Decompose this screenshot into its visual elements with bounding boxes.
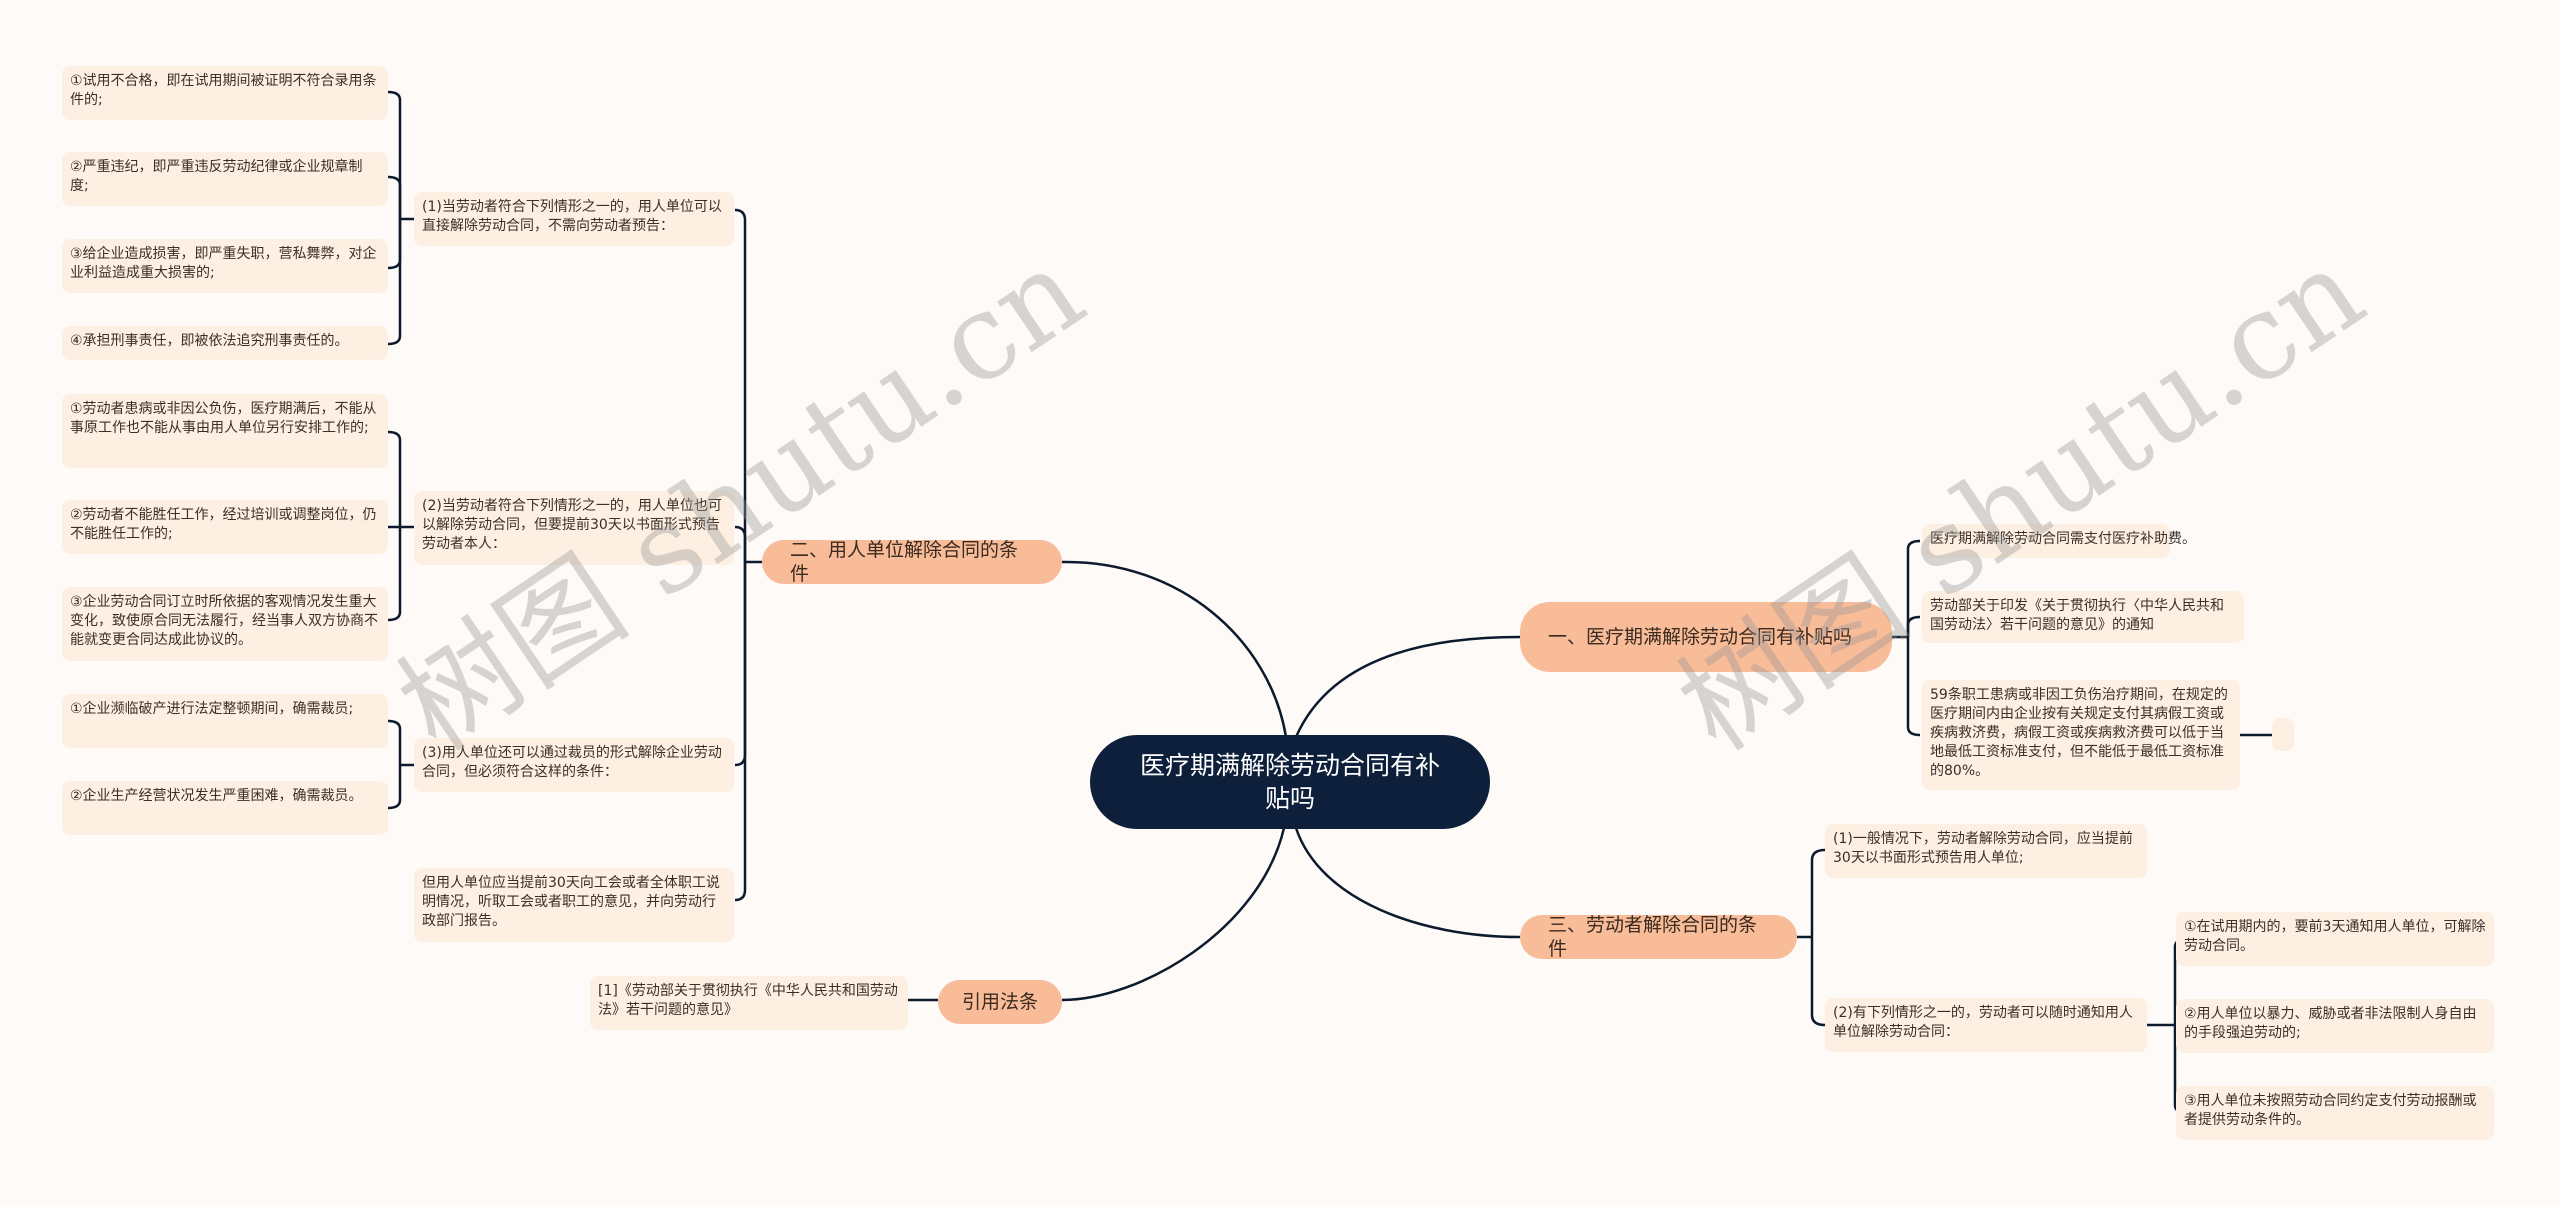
leaf-label: ④承担刑事责任，即被依法追究刑事责任的。	[70, 333, 349, 349]
branch-label: 三、劳动者解除合同的条件	[1548, 914, 1758, 960]
branch-label: 二、用人单位解除合同的条件	[790, 539, 1019, 585]
leaf-label: (1)一般情况下，劳动者解除劳动合同，应当提前30天以书面形式预告用人单位;	[1833, 831, 2133, 866]
leaf-incompetent[interactable]: ②劳动者不能胜任工作，经过培训或调整岗位，仍不能胜任工作的;	[62, 500, 388, 554]
leaf-article-59[interactable]: 59条职工患病或非因工负伤治疗期间，在规定的医疗期间内由企业按有关规定支付其病假…	[1922, 680, 2240, 790]
leaf-medical-fee[interactable]: 医疗期满解除劳动合同需支付医疗补助费。	[1922, 524, 2196, 558]
leaf-worker-anytime[interactable]: (2)有下列情形之一的，劳动者可以随时通知用人单位解除劳动合同：	[1825, 998, 2147, 1052]
root-topic-label: 医疗期满解除劳动合同有补贴吗	[1139, 751, 1440, 813]
leaf-label: ①企业濒临破产进行法定整顿期间，确需裁员;	[70, 701, 354, 717]
leaf-circumstance-change[interactable]: ③企业劳动合同订立时所依据的客观情况发生重大变化，致使原合同无法履行，经当事人双…	[62, 587, 388, 661]
leaf-label: (2)当劳动者符合下列情形之一的，用人单位也可以解除劳动合同，但要提前30天以书…	[422, 498, 722, 552]
leaf-label: ③用人单位未按照劳动合同约定支付劳动报酬或者提供劳动条件的。	[2184, 1093, 2477, 1128]
leaf-label: ③企业劳动合同订立时所依据的客观情况发生重大变化，致使原合同无法履行，经当事人双…	[70, 594, 378, 648]
branch-worker-conditions[interactable]: 三、劳动者解除合同的条件	[1520, 914, 1797, 960]
leaf-label: 但用人单位应当提前30天向工会或者全体职工说明情况，听取工会或者职工的意见，并向…	[422, 875, 720, 929]
leaf-employer-notice[interactable]: (2)当劳动者符合下列情形之一的，用人单位也可以解除劳动合同，但要提前30天以书…	[414, 491, 734, 565]
branch-medical-subsidy[interactable]: 一、医疗期满解除劳动合同有补贴吗	[1520, 602, 1892, 672]
leaf-label: 劳动部关于印发《关于贯彻执行〈中华人民共和国劳动法〉若干问题的意见》的通知	[1930, 598, 2224, 633]
leaf-bankruptcy[interactable]: ①企业濒临破产进行法定整顿期间，确需裁员;	[62, 694, 388, 748]
leaf-label: [1]《劳动部关于贯彻执行《中华人民共和国劳动法》若干问题的意见》	[598, 983, 898, 1018]
branch-cited-law[interactable]: 引用法条	[938, 980, 1062, 1024]
leaf-label: 医疗期满解除劳动合同需支付医疗补助费。	[1930, 531, 2196, 547]
leaf-notice[interactable]: 劳动部关于印发《关于贯彻执行〈中华人民共和国劳动法〉若干问题的意见》的通知	[1922, 591, 2244, 643]
leaf-union-report[interactable]: 但用人单位应当提前30天向工会或者全体职工说明情况，听取工会或者职工的意见，并向…	[414, 868, 734, 942]
leaf-probation-fail[interactable]: ①试用不合格，即在试用期间被证明不符合录用条件的;	[62, 66, 388, 120]
leaf-label: ②劳动者不能胜任工作，经过培训或调整岗位，仍不能胜任工作的;	[70, 507, 377, 542]
leaf-label: (2)有下列情形之一的，劳动者可以随时通知用人单位解除劳动合同：	[1833, 1005, 2133, 1040]
leaf-label: (1)当劳动者符合下列情形之一的，用人单位可以直接解除劳动合同，不需向劳动者预告…	[422, 199, 722, 234]
root-topic[interactable]: 医疗期满解除劳动合同有补贴吗	[1090, 735, 1490, 829]
leaf-damage[interactable]: ③给企业造成损害，即严重失职，营私舞弊，对企业利益造成重大损害的;	[62, 239, 388, 293]
leaf-worker-notice[interactable]: (1)一般情况下，劳动者解除劳动合同，应当提前30天以书面形式预告用人单位;	[1825, 824, 2147, 878]
leaf-unpaid-wages[interactable]: ③用人单位未按照劳动合同约定支付劳动报酬或者提供劳动条件的。	[2176, 1086, 2494, 1140]
leaf-employer-direct[interactable]: (1)当劳动者符合下列情形之一的，用人单位可以直接解除劳动合同，不需向劳动者预告…	[414, 192, 734, 246]
leaf-empty[interactable]	[2272, 718, 2294, 751]
leaf-label: ①劳动者患病或非因公负伤，医疗期满后，不能从事原工作也不能从事由用人单位另行安排…	[70, 401, 377, 436]
branch-label: 引用法条	[961, 991, 1038, 1013]
leaf-illness[interactable]: ①劳动者患病或非因公负伤，医疗期满后，不能从事原工作也不能从事由用人单位另行安排…	[62, 394, 388, 468]
leaf-label: 59条职工患病或非因工负伤治疗期间，在规定的医疗期间内由企业按有关规定支付其病假…	[1930, 687, 2228, 779]
leaf-label: ③给企业造成损害，即严重失职，营私舞弊，对企业利益造成重大损害的;	[70, 246, 377, 281]
leaf-citation[interactable]: [1]《劳动部关于贯彻执行《中华人民共和国劳动法》若干问题的意见》	[590, 976, 908, 1030]
leaf-label: ②用人单位以暴力、威胁或者非法限制人身自由的手段强迫劳动的;	[2184, 1006, 2477, 1041]
branch-label: 一、医疗期满解除劳动合同有补贴吗	[1548, 626, 1853, 648]
leaf-serious-violation[interactable]: ②严重违纪，即严重违反劳动纪律或企业规章制度;	[62, 152, 388, 206]
leaf-label: ①在试用期内的，要前3天通知用人单位，可解除劳动合同。	[2184, 919, 2486, 954]
leaf-criminal[interactable]: ④承担刑事责任，即被依法追究刑事责任的。	[62, 326, 388, 360]
leaf-label: ①试用不合格，即在试用期间被证明不符合录用条件的;	[70, 73, 377, 108]
leaf-forced-labor[interactable]: ②用人单位以暴力、威胁或者非法限制人身自由的手段强迫劳动的;	[2176, 999, 2494, 1053]
leaf-label: ②严重违纪，即严重违反劳动纪律或企业规章制度;	[70, 159, 363, 194]
leaf-hardship[interactable]: ②企业生产经营状况发生严重困难，确需裁员。	[62, 781, 388, 835]
leaf-label: (3)用人单位还可以通过裁员的形式解除企业劳动合同，但必须符合这样的条件：	[422, 745, 722, 780]
leaf-label: ②企业生产经营状况发生严重困难，确需裁员。	[70, 788, 363, 804]
leaf-layoff[interactable]: (3)用人单位还可以通过裁员的形式解除企业劳动合同，但必须符合这样的条件：	[414, 738, 734, 792]
branch-employer-conditions[interactable]: 二、用人单位解除合同的条件	[762, 539, 1062, 585]
leaf-probation-3days[interactable]: ①在试用期内的，要前3天通知用人单位，可解除劳动合同。	[2176, 912, 2494, 966]
